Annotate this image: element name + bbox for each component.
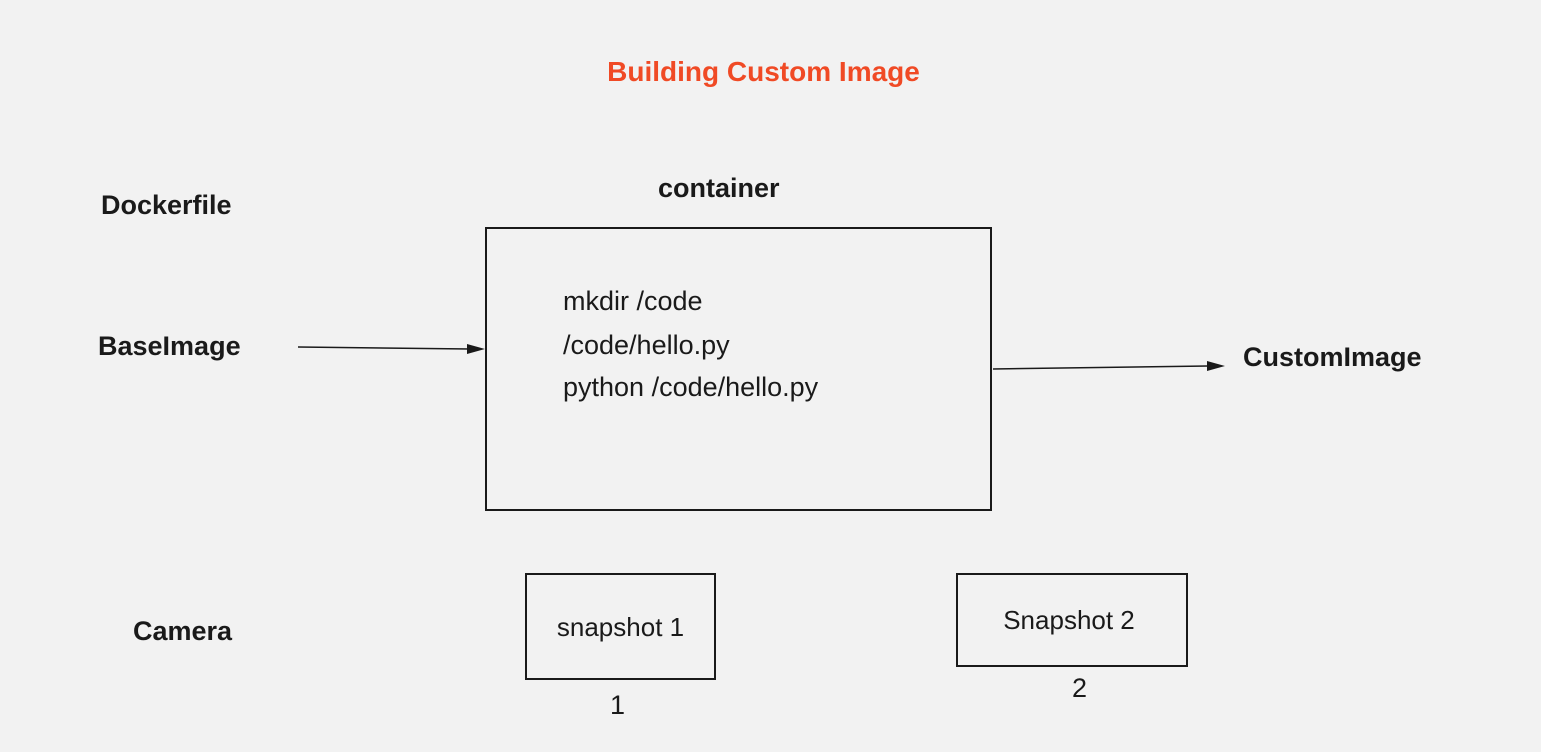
dockerfile-label: Dockerfile [101,190,232,220]
container-label: container [658,173,780,203]
snapshot-2-box [956,573,1188,667]
diagram-title: Building Custom Image [607,56,920,87]
snapshot-1-number: 1 [610,690,626,720]
camera-label: Camera [133,616,233,646]
base-image-label: BaseImage [98,331,241,361]
snapshot-1-label: snapshot 1 [556,612,685,642]
base-to-container-arrow [297,344,485,354]
custom-image-label: CustomImage [1243,342,1422,372]
container-line-3: python /code/hello.py [563,372,819,402]
snapshot-2-label: Snapshot 2 [1003,605,1135,635]
container-line-1: mkdir /code [563,286,703,316]
container-line-2: /code/hello.py [563,330,730,360]
snapshot-1-box [525,573,716,680]
snapshot-2-number: 2 [1072,673,1088,703]
container-to-custom-arrow [992,361,1225,371]
container-box [485,227,992,511]
